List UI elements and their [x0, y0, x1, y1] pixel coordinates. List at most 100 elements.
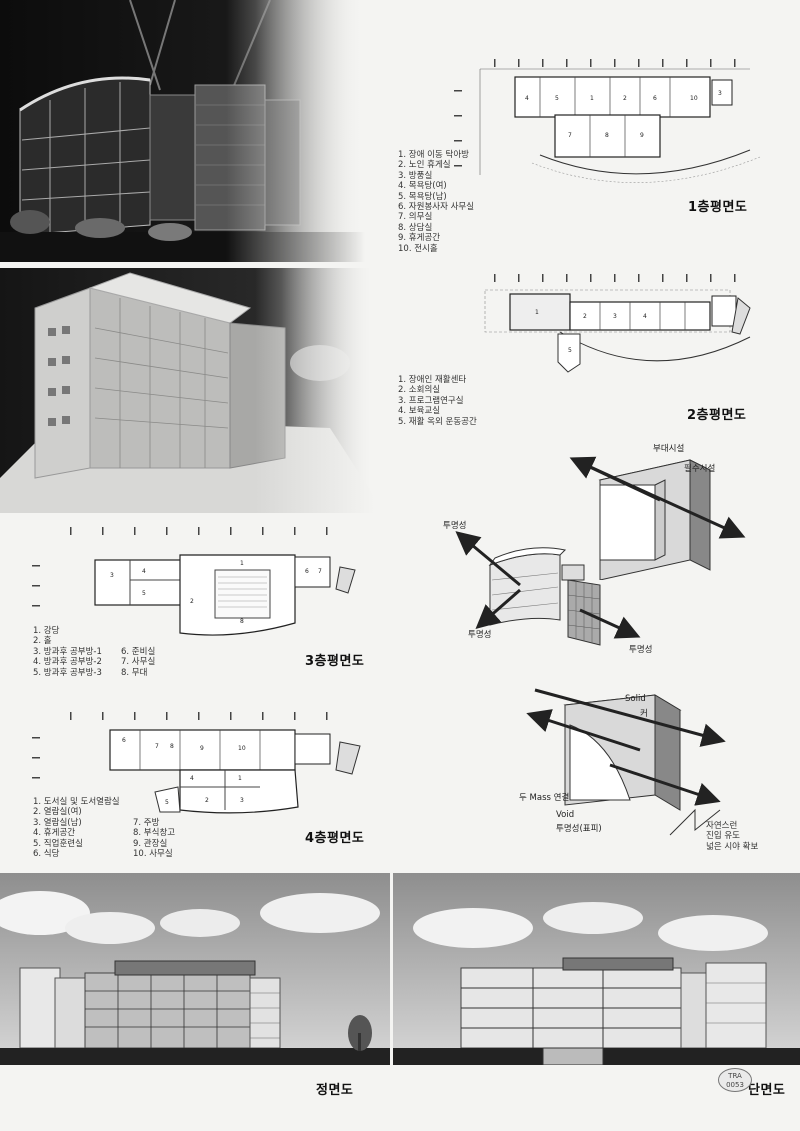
legend-item: 5. 목욕탕(남)	[398, 191, 447, 202]
diagram-transparency	[450, 525, 650, 660]
legend-item: 4. 목욕탕(여)	[398, 181, 447, 192]
floor3-title: 3층평면도	[305, 654, 365, 669]
legend-item: 9. 관장실	[133, 838, 168, 849]
floor4-room-number: 7	[155, 743, 159, 750]
floor1-title: 1층평면도	[688, 200, 748, 215]
legend-item: 3. 프로그램연구실	[398, 395, 464, 406]
floor1-room-number: 9	[640, 132, 644, 139]
diagram1-label-right: 필수시설	[684, 464, 716, 474]
legend-item: 8. 상담실	[398, 222, 433, 233]
floor1-room-number: 10	[690, 95, 698, 102]
legend-item: 7. 의무실	[398, 212, 433, 223]
floor4-legend-col2: 7. 주방 8. 부식창고 9. 관장실 10. 사무실	[133, 818, 175, 860]
floor3-legend-col1: 1. 강당 2. 홀 3. 방과후 공부방-1 4. 방과후 공부방-2 5. …	[33, 626, 102, 678]
note-item: 넓은 시야 확보	[706, 841, 759, 852]
floor2-room-number: 3	[613, 313, 617, 320]
legend-item: 6. 자원봉사자 사무실	[398, 202, 475, 213]
floor4-room-number: 1	[238, 775, 242, 782]
diagram3-label-mass: 두 Mass 연결	[519, 793, 570, 803]
floor4-room-number: 10	[238, 745, 246, 752]
note-item: 진입 유도	[706, 831, 740, 842]
floor3-room-number: 1	[240, 560, 244, 567]
floor1-legend: 1. 장애 이동 탁아방 2. 노인 휴게실 3. 방풍실 4. 목욕탕(여) …	[398, 150, 474, 254]
floor3-room-number: 8	[240, 618, 244, 625]
legend-item: 2. 열람실(여)	[33, 807, 82, 818]
legend-item: 2. 홀	[33, 636, 52, 647]
legend-item: 3. 방과후 공부방-1	[33, 646, 102, 657]
legend-item: 3. 방풍실	[398, 170, 433, 181]
night-exterior-photo	[0, 0, 365, 262]
legend-item: 5. 직업훈련실	[33, 838, 83, 849]
floor2-room-number: 2	[583, 313, 587, 320]
floor4-room-number: 5	[165, 799, 169, 806]
legend-item: 4. 보육교실	[398, 406, 441, 417]
diagram-facility-walls	[560, 440, 760, 580]
floor4-legend-col1: 1. 도서실 및 도서열람실 2. 열람실(여) 3. 열람실(남) 4. 휴게…	[33, 797, 120, 859]
diagram3-notes: 자연스런 진입 유도 넓은 시야 확보	[706, 821, 758, 852]
diagram3-label-void: Void	[556, 810, 575, 820]
badge-line2: 0053	[726, 1081, 744, 1089]
legend-item: 4. 방과후 공부방-2	[33, 657, 102, 668]
floor2-plan-drawing: 1 2 3 4 5	[450, 272, 780, 382]
floor1-room-number: 6	[653, 95, 657, 102]
legend-item: 5. 방과후 공부방-3	[33, 667, 102, 678]
floor1-room-number: 4	[525, 95, 529, 102]
floor2-legend: 1. 장애인 재활센타 2. 소회의실 3. 프로그램연구실 4. 보육교실 5…	[398, 375, 477, 427]
floor1-room-number: 5	[555, 95, 559, 102]
legend-item: 8. 무대	[121, 667, 148, 678]
legend-item: 6. 식당	[33, 849, 60, 860]
legend-item: 7. 사무실	[121, 657, 156, 668]
legend-item: 1. 도서실 및 도서열람실	[33, 797, 120, 807]
legend-item: 2. 소회의실	[398, 385, 441, 396]
legend-item: 1. 장애 이동 탁아방	[398, 150, 469, 160]
floor4-title: 4층평면도	[305, 831, 365, 846]
legend-item: 6. 준비실	[121, 647, 156, 657]
floor3-room-number: 5	[142, 590, 146, 597]
section-drawing	[393, 873, 800, 1065]
diagram3-label-wall: 커	[640, 709, 648, 719]
legend-item: 10. 전시홀	[398, 243, 438, 254]
diagram2-label-left: 투명성	[443, 521, 467, 531]
legend-item: 1. 강당	[33, 626, 60, 636]
diagram1-label-top: 부대시설	[653, 444, 685, 454]
page-badge: TRA 0053	[718, 1068, 752, 1092]
floor4-room-number: 6	[122, 737, 126, 744]
legend-item: 10. 사무실	[133, 849, 173, 860]
front-elevation-drawing	[0, 873, 390, 1065]
floor2-room-number: 4	[643, 313, 647, 320]
legend-item: 9. 휴게공간	[398, 233, 441, 244]
floor4-room-number: 4	[190, 775, 194, 782]
floor4-room-number: 3	[240, 797, 244, 804]
floor4-room-number: 9	[200, 745, 204, 752]
diagram3-label-transparency: 투명성(표피)	[556, 824, 602, 834]
floor1-plan-drawing: 4 5 1 2 6 7 8 9 10 3	[450, 55, 780, 190]
floor2-title: 2층평면도	[687, 408, 747, 423]
floor4-room-number: 2	[205, 797, 209, 804]
diagram3-label-solid: Solid	[625, 694, 646, 704]
floor3-plan-drawing: 1 2 3 4 5 6 7 8	[30, 525, 375, 640]
legend-item: 5. 재활 옥외 운동공간	[398, 416, 477, 427]
floor3-room-number: 7	[318, 568, 322, 575]
diagram2-label-bottom-left: 투명성	[468, 630, 492, 640]
floor1-room-number: 2	[623, 95, 627, 102]
floor2-room-number: 1	[535, 309, 539, 316]
legend-item: 7. 주방	[133, 818, 160, 828]
diagram2-label-right: 투명성	[629, 645, 653, 655]
floor3-room-number: 3	[110, 572, 114, 579]
floor1-room-number: 7	[568, 132, 572, 139]
legend-item: 4. 휴게공간	[33, 828, 76, 839]
floor4-room-number: 8	[170, 743, 174, 750]
legend-item: 1. 장애인 재활센타	[398, 375, 467, 385]
front-elevation-title: 정면도	[316, 1083, 354, 1098]
floor1-room-number: 3	[718, 90, 722, 97]
floor4-plan-drawing: 1 2 3 4 5 6 7 8 9 10	[30, 712, 375, 817]
floor3-room-number: 4	[142, 568, 146, 575]
legend-item: 8. 부식창고	[133, 828, 176, 839]
floor1-room-number: 1	[590, 95, 594, 102]
floor3-room-number: 6	[305, 568, 309, 575]
diagram-solid-void	[520, 680, 770, 840]
legend-item: 2. 노인 휴게실	[398, 160, 451, 171]
badge-line1: TRA	[728, 1072, 742, 1080]
model-photo	[0, 268, 375, 513]
legend-item: 3. 열람실(남)	[33, 817, 82, 828]
